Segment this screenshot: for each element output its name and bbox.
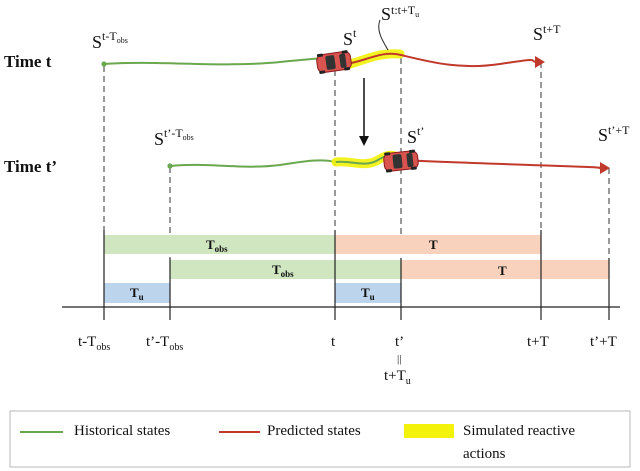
state-label-s-t: St: [343, 26, 357, 49]
band-tu-row3: [104, 283, 170, 303]
vehicle-icon-row1: [316, 50, 352, 75]
legend-label-historical: Historical states: [74, 423, 170, 439]
legend-swatch-reactive: [404, 424, 454, 438]
legend-box: [9, 410, 631, 468]
band-label-tu-1: Tu: [130, 285, 144, 302]
axis-label-tp-plus-T: t’+T: [590, 334, 617, 350]
state-label-s-t-plus-T: St+T: [533, 22, 561, 44]
dashed-guides: [103, 58, 610, 258]
state-label-s-tp-minus-tobs: St’-Tobs: [154, 126, 194, 149]
state-label-s-t-to-tu: St:t+Tu: [381, 3, 419, 24]
band-T-row2: [401, 260, 609, 279]
band-label-tu-2: Tu: [361, 285, 375, 302]
band-label-T-1: T: [429, 237, 438, 252]
historical-trajectory-row1: [103, 57, 336, 66]
historical-trajectory-row2: [169, 159, 336, 168]
axis-label-tp: t’: [395, 334, 404, 350]
band-tu-row3b: [335, 283, 401, 303]
state-label-s-t-minus-tobs: St-Tobs: [92, 29, 128, 52]
legend-label-reactive-line1: Simulated reactive: [463, 423, 575, 439]
legend: Historical states Predicted states Simul…: [9, 410, 631, 468]
transition-arrow-head: [359, 136, 369, 146]
row-label-time-t: Time t: [4, 52, 52, 71]
band-tobs-row2: [170, 260, 401, 279]
predicted-trajectory-row1: [344, 52, 536, 68]
axis-label-t-plus-T: t+T: [527, 334, 549, 350]
axis-label-t-minus-tobs: t-Tobs: [78, 334, 110, 353]
arrow-head-row2: [600, 162, 610, 174]
start-point-row2: [167, 163, 173, 169]
band-tobs-row1: [104, 235, 335, 254]
band-label-T-2: T: [498, 263, 507, 278]
vehicle-icon-row2: [383, 149, 419, 173]
legend-label-reactive-line2: actions: [463, 446, 506, 462]
band-edges: [103, 230, 610, 320]
row-label-time-t-prime: Time t’: [4, 157, 57, 176]
arrow-head-row1: [535, 56, 545, 68]
start-point-row1: [101, 61, 107, 67]
callout-line: [378, 19, 389, 51]
axis-label-t: t: [331, 334, 336, 350]
band-label-tobs-1: Tobs: [206, 237, 228, 254]
band-T-row1: [335, 235, 541, 254]
axis-label-t-plus-tu: t+Tu: [384, 368, 411, 387]
state-label-s-tp: St’: [407, 124, 424, 147]
predicted-trajectory-row2: [401, 159, 603, 169]
legend-label-predicted: Predicted states: [267, 423, 361, 439]
band-label-tobs-2: Tobs: [272, 262, 294, 279]
state-label-s-tp-plus-T: St’+T: [598, 123, 630, 145]
axis-label-tp-minus-tobs: t’-Tobs: [146, 334, 183, 353]
axis-label-equals: ||: [397, 353, 401, 365]
